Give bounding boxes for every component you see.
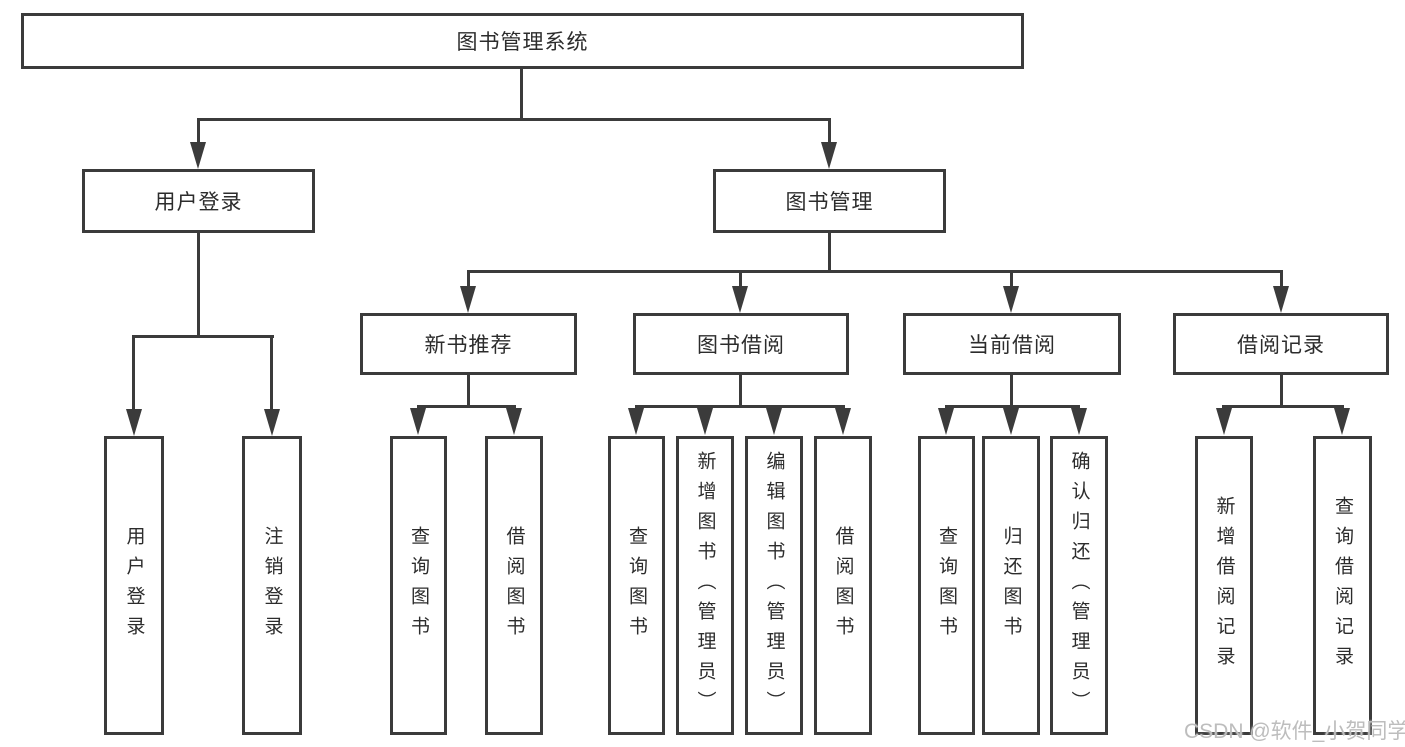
- leaf-records-add-borrow-record: 新增借阅记录: [1195, 436, 1253, 735]
- arrowhead-down-icon: [835, 408, 851, 435]
- node-book-management-label: 图书管理: [785, 191, 874, 214]
- node-root-label: 图书管理系统: [456, 31, 589, 54]
- arrowhead-down-icon: [460, 286, 476, 313]
- arrowhead-down-icon: [1273, 286, 1289, 313]
- connector-line: [467, 375, 470, 405]
- leaf-records-add-borrow-record-label: 新增借阅记录: [1213, 495, 1235, 676]
- arrowhead-down-icon: [1003, 286, 1019, 313]
- leaf-borrowing-edit-book-admin: 编辑图书（管理员）: [745, 436, 803, 735]
- node-book-borrowing-label: 图书借阅: [697, 334, 785, 357]
- leaf-logout: 注销登录: [242, 436, 302, 735]
- arrowhead-down-icon: [264, 409, 280, 436]
- connector-line: [1280, 375, 1283, 405]
- leaf-borrowing-query-books-label: 查询图书: [626, 525, 647, 646]
- connector-line: [132, 335, 274, 338]
- arrowhead-down-icon: [190, 142, 206, 169]
- leaf-user-login: 用户登录: [104, 436, 164, 735]
- connector-line: [1280, 270, 1283, 289]
- leaf-recommend-borrow-books: 借阅图书: [485, 436, 543, 735]
- connector-line: [467, 270, 1283, 273]
- leaf-logout-label: 注销登录: [261, 525, 283, 646]
- connector-line: [1010, 375, 1013, 405]
- connector-line: [739, 375, 742, 405]
- connector-line: [467, 270, 470, 289]
- leaf-borrowing-borrow-books-label: 借阅图书: [832, 525, 854, 646]
- leaf-current-return-books: 归还图书: [982, 436, 1040, 735]
- leaf-user-login-label: 用户登录: [123, 525, 145, 646]
- node-book-management: 图书管理: [713, 169, 946, 233]
- leaf-current-confirm-return-admin: 确认归还（管理员）: [1050, 436, 1108, 735]
- node-book-borrowing: 图书借阅: [633, 313, 849, 375]
- leaf-recommend-query-books-label: 查询图书: [408, 525, 429, 646]
- arrowhead-down-icon: [938, 408, 954, 435]
- leaf-current-return-books-label: 归还图书: [1000, 525, 1022, 646]
- node-current-borrowing: 当前借阅: [903, 313, 1121, 375]
- node-new-book-recommend: 新书推荐: [360, 313, 577, 375]
- arrowhead-down-icon: [410, 408, 426, 435]
- arrowhead-down-icon: [126, 409, 142, 436]
- arrowhead-down-icon: [1216, 408, 1232, 435]
- node-root: 图书管理系统: [21, 13, 1024, 69]
- connector-line: [520, 69, 523, 118]
- connector-line: [132, 335, 135, 412]
- connector-line: [1010, 270, 1013, 289]
- connector-line: [635, 405, 845, 408]
- arrowhead-down-icon: [628, 408, 644, 435]
- node-borrowing-records: 借阅记录: [1173, 313, 1389, 375]
- leaf-borrowing-add-book-admin-label: 新增图书（管理员）: [694, 450, 716, 721]
- leaf-current-query-books-label: 查询图书: [936, 525, 957, 646]
- arrowhead-down-icon: [732, 286, 748, 313]
- arrowhead-down-icon: [1334, 408, 1350, 435]
- arrowhead-down-icon: [506, 408, 522, 435]
- connector-line: [828, 233, 831, 270]
- arrowhead-down-icon: [697, 408, 713, 435]
- connector-line: [1222, 405, 1344, 408]
- arrowhead-down-icon: [766, 408, 782, 435]
- connector-line: [417, 405, 516, 408]
- connector-line: [739, 270, 742, 289]
- connector-line: [197, 118, 831, 121]
- csdn-watermark: CSDN @软件_小贺同学: [1184, 720, 1405, 743]
- arrowhead-down-icon: [821, 142, 837, 169]
- node-current-borrowing-label: 当前借阅: [968, 334, 1056, 357]
- arrowhead-down-icon: [1003, 408, 1019, 435]
- leaf-borrowing-borrow-books: 借阅图书: [814, 436, 872, 735]
- connector-line: [945, 405, 1080, 408]
- leaf-recommend-borrow-books-label: 借阅图书: [503, 525, 525, 646]
- leaf-current-query-books: 查询图书: [918, 436, 975, 735]
- connector-line: [828, 118, 831, 145]
- leaf-recommend-query-books: 查询图书: [390, 436, 447, 735]
- arrowhead-down-icon: [1071, 408, 1087, 435]
- leaf-records-query-borrow-record-label: 查询借阅记录: [1332, 495, 1353, 676]
- leaf-borrowing-query-books: 查询图书: [608, 436, 665, 735]
- connector-line: [270, 335, 273, 412]
- node-new-book-recommend-label: 新书推荐: [424, 334, 513, 357]
- leaf-current-confirm-return-admin-label: 确认归还（管理员）: [1068, 450, 1090, 721]
- connector-line: [197, 233, 200, 335]
- node-user-login-label: 用户登录: [154, 191, 243, 214]
- node-borrowing-records-label: 借阅记录: [1237, 334, 1325, 357]
- leaf-borrowing-edit-book-admin-label: 编辑图书（管理员）: [763, 450, 785, 721]
- node-user-login: 用户登录: [82, 169, 315, 233]
- leaf-records-query-borrow-record: 查询借阅记录: [1313, 436, 1372, 735]
- connector-line: [197, 118, 200, 145]
- leaf-borrowing-add-book-admin: 新增图书（管理员）: [676, 436, 734, 735]
